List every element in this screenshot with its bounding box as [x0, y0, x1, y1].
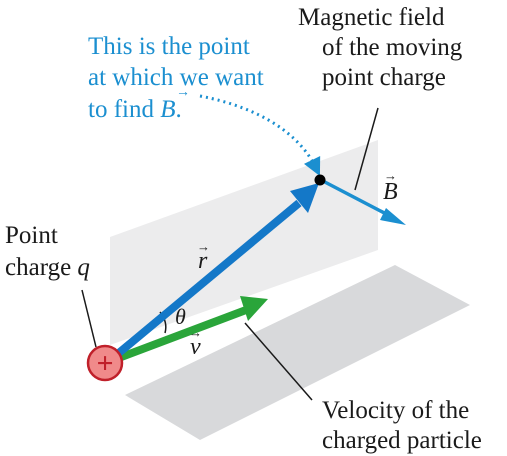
- annotation-text: This is the point at which we want to fi…: [88, 33, 264, 123]
- symbol-b-arrow: →: [384, 168, 397, 183]
- velocity-label: Velocity of the charged particle: [322, 397, 482, 454]
- velocity-line-1: Velocity of the: [322, 397, 469, 424]
- annotation-line-2: at which we want: [88, 64, 264, 91]
- symbol-r: r →: [197, 239, 210, 274]
- point-charge-line-1: Point: [5, 222, 58, 249]
- annotation-line-1: This is the point: [88, 33, 250, 60]
- magnetic-field-leader: [354, 107, 379, 191]
- annotation-b-arrow: →: [176, 85, 190, 100]
- plus-sign: +: [96, 347, 113, 380]
- symbol-b: B →: [383, 168, 398, 205]
- symbol-r-arrow: →: [197, 239, 210, 254]
- point-charge-label: Point charge q: [5, 222, 90, 281]
- magnetic-field-label: Magnetic field of the moving point charg…: [298, 4, 463, 91]
- velocity-vector: [106, 296, 268, 366]
- point-charge-leader: [81, 289, 97, 348]
- horizontal-plane: [125, 265, 470, 440]
- symbol-b-letter: B: [383, 179, 398, 205]
- point-charge-line-2: charge q: [5, 254, 90, 281]
- symbol-v-letter: v: [190, 334, 201, 360]
- annotation-symbol-b: B: [160, 96, 175, 123]
- symbol-r-letter: r: [198, 248, 208, 274]
- symbol-v-arrow: →: [189, 325, 202, 340]
- magnetic-field-line-1: Magnetic field: [298, 4, 445, 31]
- magnetic-field-vector: [320, 178, 406, 225]
- magnetic-field-line-3: point charge: [322, 64, 446, 91]
- velocity-leader: [244, 322, 313, 401]
- magnetic-field-line-2: of the moving: [322, 34, 463, 61]
- symbol-v: v →: [189, 325, 202, 360]
- position-vector: [105, 183, 319, 366]
- annotation-suffix: .: [176, 96, 182, 123]
- symbol-theta: θ: [175, 304, 186, 329]
- point-charge: +: [86, 344, 124, 382]
- annotation-line-3: to find B.: [88, 96, 182, 123]
- field-point-dot: [314, 174, 326, 186]
- velocity-line-2: charged particle: [322, 427, 482, 454]
- annotation-prefix: to find: [88, 96, 160, 123]
- annotation-dotted-arrow: [199, 94, 321, 177]
- point-charge-prefix: charge: [5, 254, 77, 281]
- charge-symbol-q: q: [77, 254, 90, 281]
